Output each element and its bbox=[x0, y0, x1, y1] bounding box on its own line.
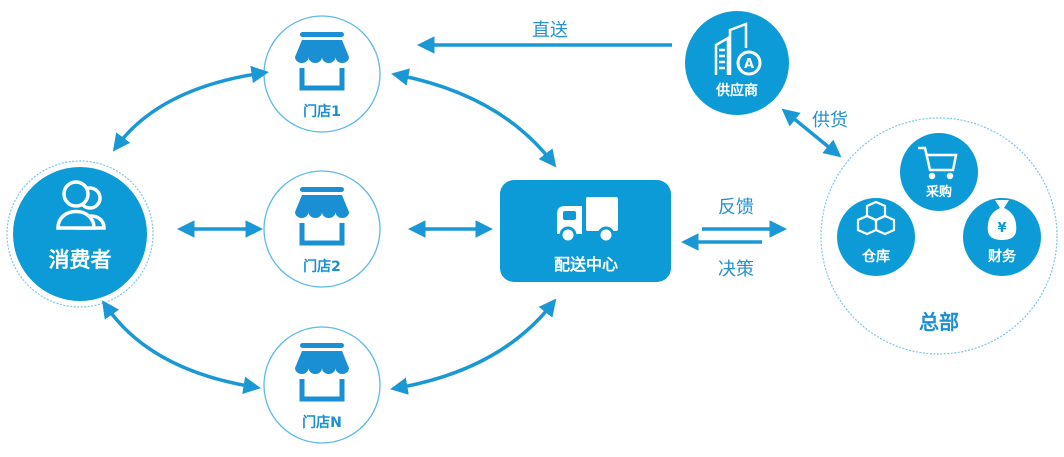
truck-icon bbox=[557, 197, 618, 244]
storefront-icon bbox=[295, 187, 349, 246]
shopping-cart-icon bbox=[918, 146, 958, 180]
arrow-consumer-store1 bbox=[112, 65, 269, 152]
arrow-supply bbox=[781, 108, 842, 158]
store1-node bbox=[263, 15, 381, 133]
feedback-label: 反馈 bbox=[718, 197, 754, 218]
storefront-icon bbox=[295, 343, 349, 402]
headquarters-label: 总部 bbox=[919, 310, 959, 334]
supplier-label: 供应商 bbox=[716, 83, 758, 99]
building-icon bbox=[714, 22, 762, 76]
consumer-label: 消费者 bbox=[48, 248, 112, 272]
purchasing-label: 采购 bbox=[925, 185, 952, 200]
supply-label: 供货 bbox=[812, 110, 848, 131]
warehouse-label: 仓库 bbox=[862, 249, 890, 265]
store1-label: 门店1 bbox=[303, 104, 341, 120]
users-icon bbox=[56, 180, 106, 230]
boxes-icon bbox=[856, 200, 896, 236]
headquarters-node: ¥ bbox=[820, 117, 1058, 355]
arrow-store1-dc bbox=[391, 68, 557, 168]
arrow-consumer-storeN bbox=[102, 300, 261, 394]
supplier-node: A bbox=[685, 11, 789, 115]
dept-purchasing bbox=[900, 133, 978, 211]
distribution-center-label: 配送中心 bbox=[553, 255, 618, 274]
money-bag-icon bbox=[987, 200, 1017, 240]
direct-delivery-label: 直送 bbox=[532, 20, 568, 41]
storeN-label: 门店N bbox=[302, 415, 342, 431]
arrow-storeN-dc bbox=[390, 298, 557, 395]
storeN-node bbox=[263, 326, 381, 444]
consumer-node bbox=[6, 160, 154, 308]
store2-node bbox=[263, 170, 381, 288]
dept-warehouse bbox=[837, 198, 915, 276]
storefront-icon bbox=[295, 32, 349, 91]
decision-label: 决策 bbox=[718, 259, 754, 280]
grade-a-icon: A bbox=[744, 57, 754, 72]
distribution-center-node bbox=[500, 180, 671, 282]
yen-sign-icon: ¥ bbox=[997, 221, 1006, 236]
finance-label: 财务 bbox=[988, 249, 1016, 265]
store2-label: 门店2 bbox=[303, 259, 341, 275]
